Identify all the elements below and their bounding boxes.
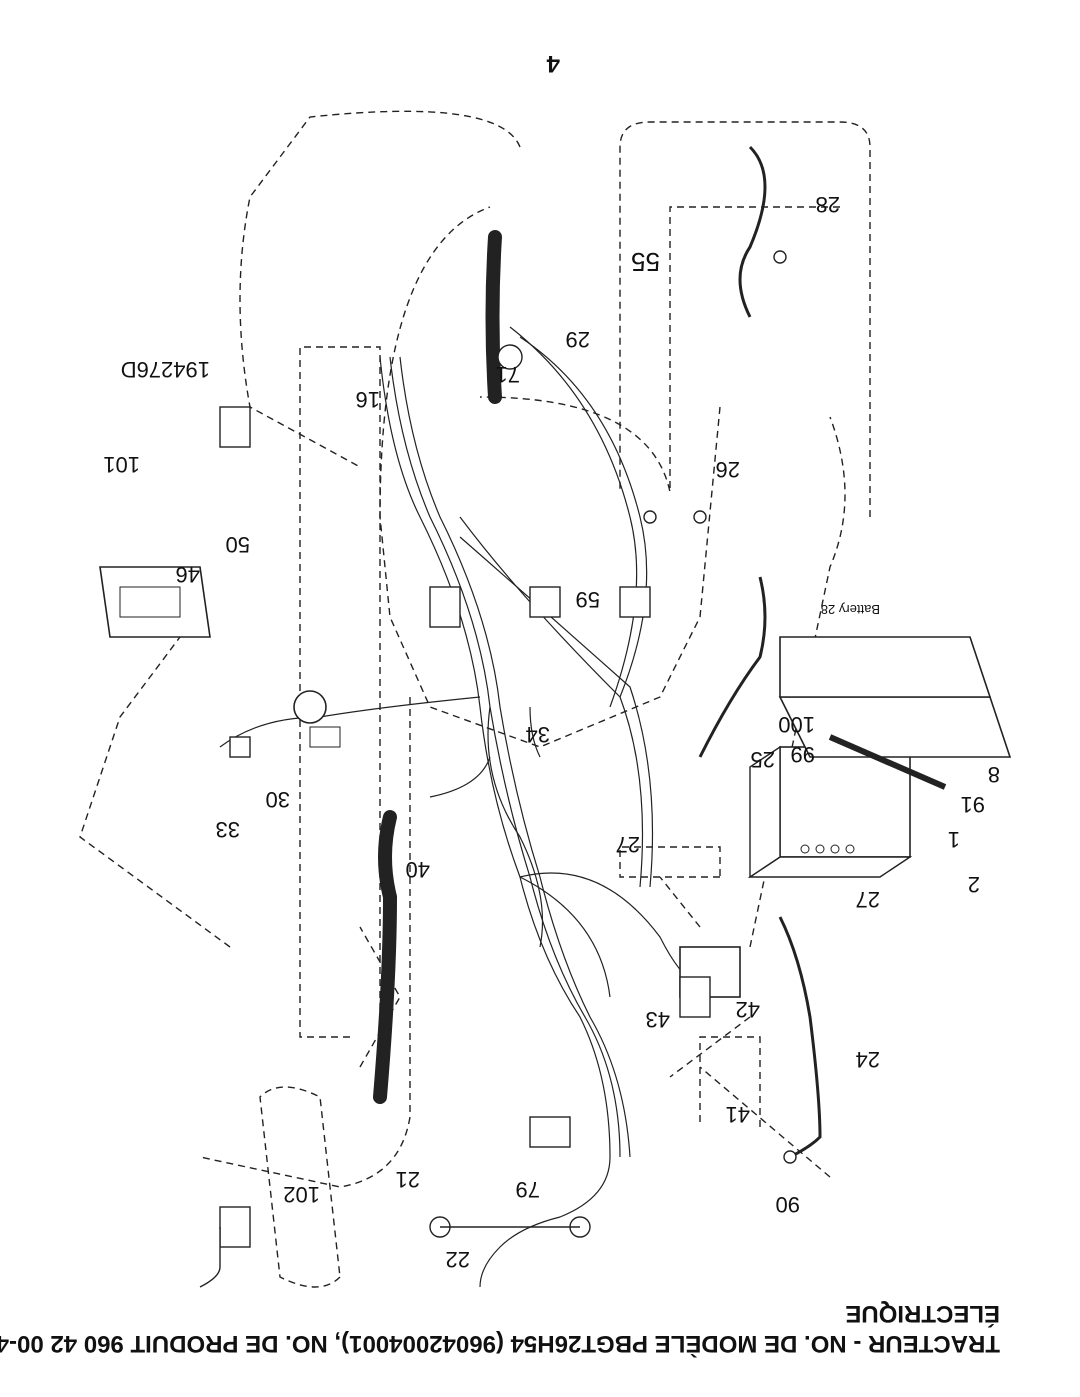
outline-battery-area [619,121,871,517]
outline-solenoid [699,1036,761,1127]
pto-switch [429,586,461,628]
callout-22: 22 [445,1247,470,1272]
outline-upper-harness [239,110,521,468]
connector-plug [529,586,651,618]
callout-90: 90 [775,1192,800,1217]
callout-71: 71 [495,362,520,387]
outline-harness-route [199,697,411,1188]
callout-25: 25 [750,747,775,772]
callout-16: 16 [355,387,380,412]
callout-24: 24 [855,1047,880,1072]
callout-21: 21 [395,1167,420,1192]
callout-29: 29 [565,327,590,352]
outline-clutch [619,846,721,878]
battery [747,745,913,879]
outline-fuse-holder [259,1086,341,1288]
callout-27a: 27 [615,832,640,857]
solenoid [679,946,741,1018]
callout-34: 34 [525,722,550,747]
outline-battery-region [479,206,840,493]
callout-1: 1 [947,827,960,852]
callout-43: 43 [645,1007,670,1032]
page-number: 4 [546,50,560,77]
key-switch [229,736,251,758]
callout-55: 55 [631,247,660,277]
headlights [429,1216,591,1238]
outline-lower-left [749,416,846,948]
callout-2: 2 [967,872,980,897]
callout-99: 99 [790,742,815,767]
callout-102: 102 [283,1182,320,1207]
bulb [497,344,523,370]
callout-33: 33 [215,817,240,842]
fuse-holder-assembly [199,406,251,1288]
outline-solenoid-bracket [669,1016,751,1078]
outline-seat [359,926,401,1068]
callout-27b: 27 [855,887,880,912]
callout-30: 30 [265,787,290,812]
callout-91: 91 [960,792,985,817]
callout-28: 28 [815,192,840,217]
callout-79: 79 [515,1177,540,1202]
outline-dash-module [79,636,231,948]
battery-tray [778,636,1012,758]
callout-26: 26 [715,457,740,482]
hold-down-strap [828,734,947,790]
battery-label: Battery 28 [820,602,880,617]
callout-42: 42 [735,997,760,1022]
drawing-id: 194276D [120,357,210,382]
outline-center-region [379,206,721,748]
callout-8: 8 [987,762,1000,787]
ground-terminals [643,250,797,1164]
callout-59: 59 [575,587,600,612]
dashed-outlines [79,110,871,1288]
page-subtitle: ÉLECTRIQUE [845,1300,1000,1327]
page-title: TRACTEUR - NO. DE MODÈLE PBGT26H54 (9604… [0,1330,1000,1357]
wiring-harness [219,326,701,1288]
outline-left-panel [299,346,381,1038]
callout-100: 100 [778,712,815,737]
conduit-loom [373,230,502,1104]
battery-cables [698,145,822,1159]
callout-41: 41 [725,1102,750,1127]
outline-ground [659,876,701,928]
hour-meter [99,566,211,638]
callout-46: 46 [175,562,200,587]
seat-switch [529,1116,571,1148]
callout-50: 50 [225,532,250,557]
callout-101: 101 [103,452,140,477]
outline-battery-link [699,1066,831,1178]
callout-40: 40 [405,857,430,882]
ignition-switch [293,690,341,748]
